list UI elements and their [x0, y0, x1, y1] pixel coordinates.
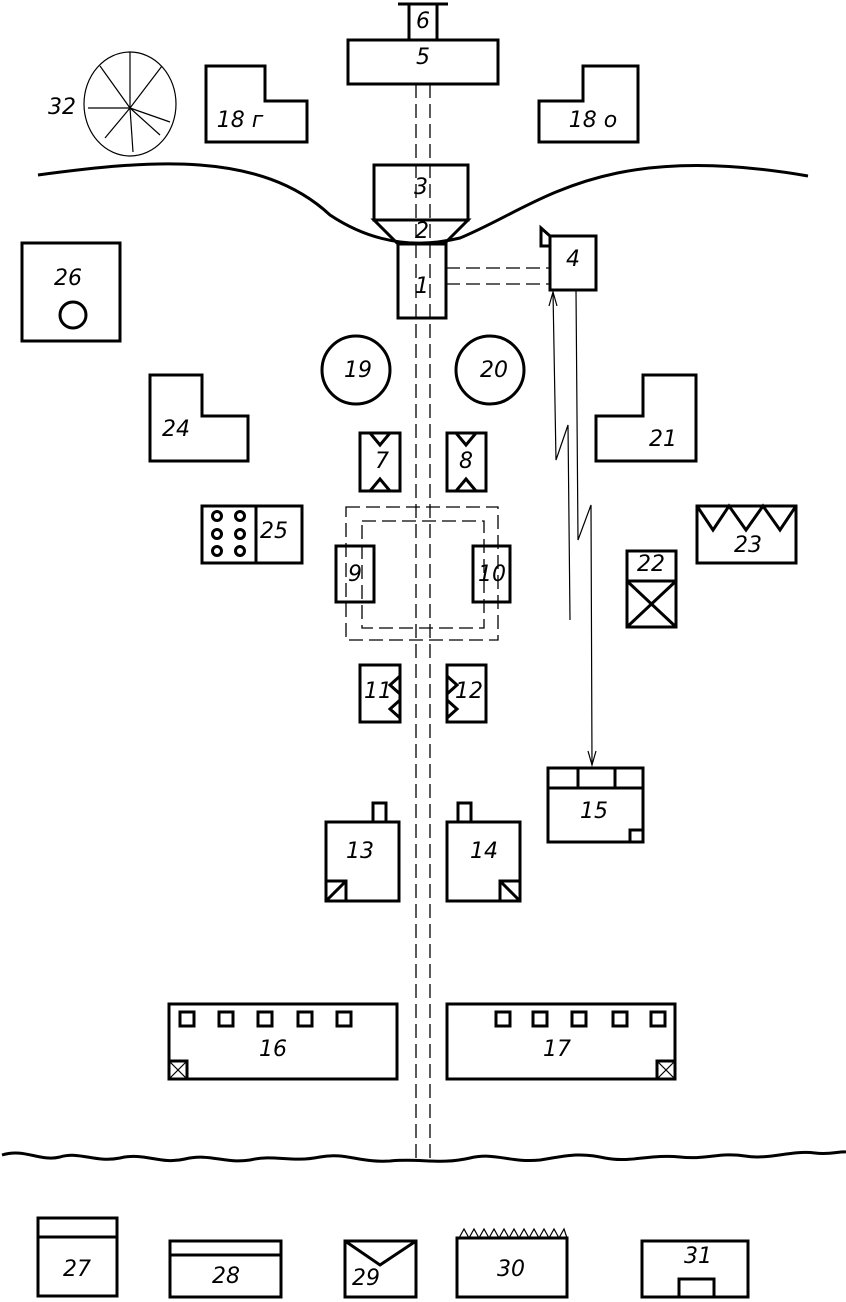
- svg-text:2: 2: [415, 219, 429, 244]
- svg-text:22: 22: [637, 552, 665, 577]
- dashed-frame-outer: [345, 506, 499, 641]
- wind-rose-32: 32: [48, 51, 177, 157]
- boundary-wavy-line: [1, 1150, 846, 1163]
- building-23: 23: [695, 503, 798, 565]
- svg-text:26: 26: [54, 266, 82, 291]
- building-15: 15: [546, 766, 645, 844]
- svg-text:12: 12: [455, 679, 483, 704]
- svg-text:10: 10: [478, 562, 506, 587]
- svg-text:30: 30: [497, 1257, 525, 1282]
- svg-text:4: 4: [566, 247, 580, 272]
- svg-text:8: 8: [459, 449, 473, 474]
- building-13: 13: [324, 801, 401, 903]
- building-22: 22: [625, 549, 678, 629]
- svg-text:9: 9: [348, 562, 362, 587]
- building-4: 4: [539, 224, 598, 292]
- tank-20: 20: [454, 334, 526, 406]
- building-17: 17: [445, 1002, 677, 1081]
- building-9: 9: [334, 544, 376, 604]
- svg-text:21: 21: [649, 427, 677, 452]
- dashed-frame-inner: [361, 520, 485, 629]
- svg-text:14: 14: [470, 839, 498, 864]
- svg-text:6: 6: [416, 9, 430, 34]
- building-28: 28: [168, 1239, 283, 1299]
- ground-contour-line: [37, 162, 809, 245]
- building-14: 14: [445, 801, 522, 903]
- building-24: 24: [148, 373, 250, 463]
- svg-text:16: 16: [259, 1037, 287, 1062]
- svg-text:18 г: 18 г: [217, 108, 264, 133]
- svg-text:27: 27: [63, 1257, 91, 1282]
- building-30: 30: [455, 1227, 569, 1299]
- building-31: 31: [640, 1239, 750, 1299]
- svg-text:3: 3: [414, 175, 428, 200]
- svg-text:18 о: 18 о: [569, 108, 617, 133]
- building-3: 3: [372, 163, 470, 222]
- building-10: 10: [471, 544, 512, 604]
- building-29: 29: [343, 1239, 418, 1299]
- building-1: 1: [396, 242, 448, 320]
- building-5: 5: [346, 38, 500, 86]
- svg-text:31: 31: [684, 1244, 712, 1269]
- svg-text:7: 7: [375, 449, 389, 474]
- building-16: 16: [167, 1002, 399, 1081]
- svg-text:29: 29: [352, 1266, 380, 1291]
- transport-line-4-15: [548, 289, 597, 768]
- building-26: 26: [20, 241, 122, 343]
- svg-text:11: 11: [364, 679, 392, 704]
- svg-text:25: 25: [260, 519, 288, 544]
- svg-text:32: 32: [48, 95, 76, 120]
- building-25: 25: [200, 504, 304, 565]
- building-11: 11: [358, 663, 402, 724]
- building-18o: 18 о: [537, 64, 640, 144]
- building-6: 6: [398, 2, 448, 42]
- svg-text:5: 5: [416, 45, 430, 70]
- svg-text:17: 17: [543, 1037, 571, 1062]
- building-7: 7: [358, 431, 402, 493]
- svg-text:28: 28: [212, 1264, 240, 1289]
- svg-text:1: 1: [415, 274, 429, 299]
- building-27: 27: [36, 1216, 119, 1298]
- tank-19: 19: [320, 334, 392, 406]
- building-12: 12: [445, 663, 488, 724]
- svg-text:24: 24: [162, 417, 190, 442]
- building-18g: 18 г: [204, 64, 309, 144]
- svg-text:15: 15: [580, 799, 608, 824]
- svg-text:20: 20: [480, 358, 508, 383]
- svg-text:19: 19: [344, 358, 372, 383]
- building-8: 8: [445, 431, 488, 493]
- svg-text:23: 23: [734, 533, 762, 558]
- svg-text:13: 13: [346, 839, 374, 864]
- building-21: 21: [594, 373, 698, 463]
